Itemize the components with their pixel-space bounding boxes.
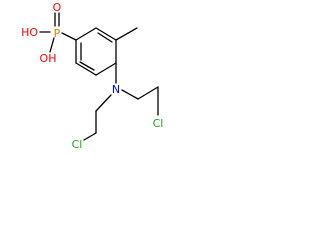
ring-bond [75, 27, 97, 41]
molecule-diagram: O P HO OH N Cl Cl [21, 1, 164, 151]
nitrogen-label: N [112, 83, 120, 96]
bis-chloroethyl-amine: N Cl Cl [72, 62, 164, 151]
hydroxyl-top-label: HO [21, 26, 38, 39]
chloroethyl-bond [83, 132, 97, 141]
ring-bond [95, 62, 117, 76]
phosphonic-acid-group: O P HO OH [21, 1, 77, 65]
methyl-bond [115, 27, 138, 41]
chloroethyl-bond [137, 86, 159, 100]
chlorine-left-label: Cl [72, 138, 83, 151]
chloroethyl-bond [121, 89, 139, 100]
ring-bond [95, 27, 117, 41]
ring-bond [75, 62, 97, 76]
chloroethyl-bond [95, 94, 112, 112]
ring-phosphorus-bond [61, 32, 77, 41]
hydroxyl-bottom-label: OH [40, 52, 57, 65]
ring-double-bond [97, 32, 113, 43]
phosphorus-label: P [54, 27, 61, 40]
benzene-ring [75, 27, 117, 76]
ring-double-bond [79, 61, 95, 71]
p-oh-bottom-bond [49, 37, 55, 53]
chlorine-right-label: Cl [153, 117, 164, 130]
oxo-label: O [53, 1, 62, 14]
structure-canvas: O P HO OH N Cl Cl [0, 0, 178, 169]
